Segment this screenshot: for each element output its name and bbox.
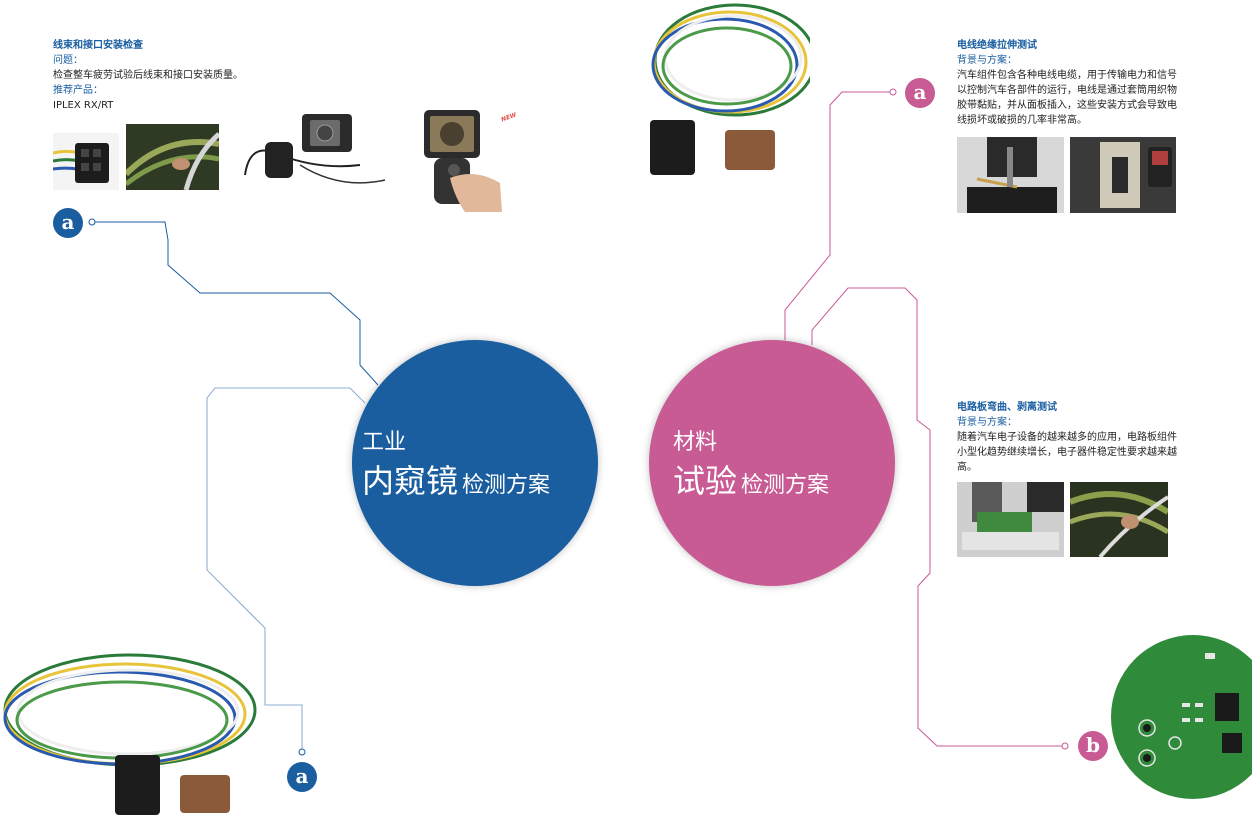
left-product-name: IPLEX RX/RT [53,100,114,111]
pink-circle-small: 检测方案 [741,473,830,498]
badge-a-bottom: a [287,762,317,792]
right-top-line-4: 线损坏或破损的几率非常高。 [957,115,1087,126]
pcb-closeup-circle [1107,633,1252,801]
videoscope-device-photo [240,110,390,195]
wire-inspection-photo [126,124,219,190]
right-mid-line-2: 小型化趋势继续增长，电子器件稳定性要求越来越 [957,447,1177,458]
right-mid-line-3: 高。 [957,462,977,473]
left-text-block: 线束和接口安装检查 问题： 检查整车疲劳试验后线束和接口安装质量。 推荐产品： … [53,38,243,113]
pink-connector-a [784,91,893,340]
blue-circle-small: 检测方案 [462,473,551,498]
blue-connector-dot-bottom [298,748,306,756]
left-problem-text: 检查整车疲劳试验后线束和接口安装质量。 [53,70,243,81]
pink-connector-dot-b [1061,742,1069,750]
blue-circle-line1: 工业 [362,430,407,455]
tensile-test-photo-2 [1070,137,1176,213]
left-problem-label: 问题： [53,55,83,66]
left-title: 线束和接口安装检查 [53,40,143,51]
badge-b-pink: b [1078,731,1108,761]
right-top-line-3: 胶带黏贴，并从面板插入，这些安装方式会导致电 [957,100,1177,111]
right-mid-title: 电路板弯曲、剥离测试 [957,402,1057,413]
connector-photo [53,133,119,190]
pink-connector-b [811,287,1065,747]
badge-a-top: a [53,208,83,238]
right-top-background-label: 背景与方案： [957,55,1017,66]
right-mid-background-label: 背景与方案： [957,417,1017,428]
badge-a-pink: a [905,78,935,108]
pcb-bend-test-photo [957,482,1064,557]
blue-connector-a-bottom [206,387,366,752]
blue-connector-dot-top [88,218,96,226]
left-product-label: 推荐产品： [53,85,103,96]
handheld-scope-photo [420,108,502,212]
pink-circle-line2: 试验检测方案 [673,456,829,502]
wire-harness-photo-bottom [0,630,260,819]
material-testing-circle: 材料 试验检测方案 [649,340,895,586]
pink-connector-dot-a [889,88,897,96]
right-top-text-block: 电线绝缘拉伸测试 背景与方案： 汽车组件包含各种电线电缆，用于传输电力和信号 以… [957,38,1177,128]
blue-circle-line2: 内窥镜检测方案 [362,456,550,502]
right-top-title: 电线绝缘拉伸测试 [957,40,1037,51]
right-mid-text-block: 电路板弯曲、剥离测试 背景与方案： 随着汽车电子设备的越来越多的应用，电路板组件… [957,400,1177,475]
pink-circle-big: 试验 [673,462,738,500]
pcb-wire-photo [1070,482,1168,557]
industrial-endoscope-circle: 工业 内窥镜检测方案 [352,340,598,586]
right-mid-line-1: 随着汽车电子设备的越来越多的应用，电路板组件 [957,432,1177,443]
right-top-line-2: 以控制汽车各部件的运行，电线是通过套筒用织物 [957,85,1177,96]
tensile-test-photo-1 [957,137,1064,213]
blue-connector-a-top [92,221,379,386]
wire-harness-photo-top [625,0,810,210]
blue-circle-big: 内窥镜 [362,462,459,500]
right-top-line-1: 汽车组件包含各种电线电缆，用于传输电力和信号 [957,70,1177,81]
pink-circle-line1: 材料 [673,430,718,455]
